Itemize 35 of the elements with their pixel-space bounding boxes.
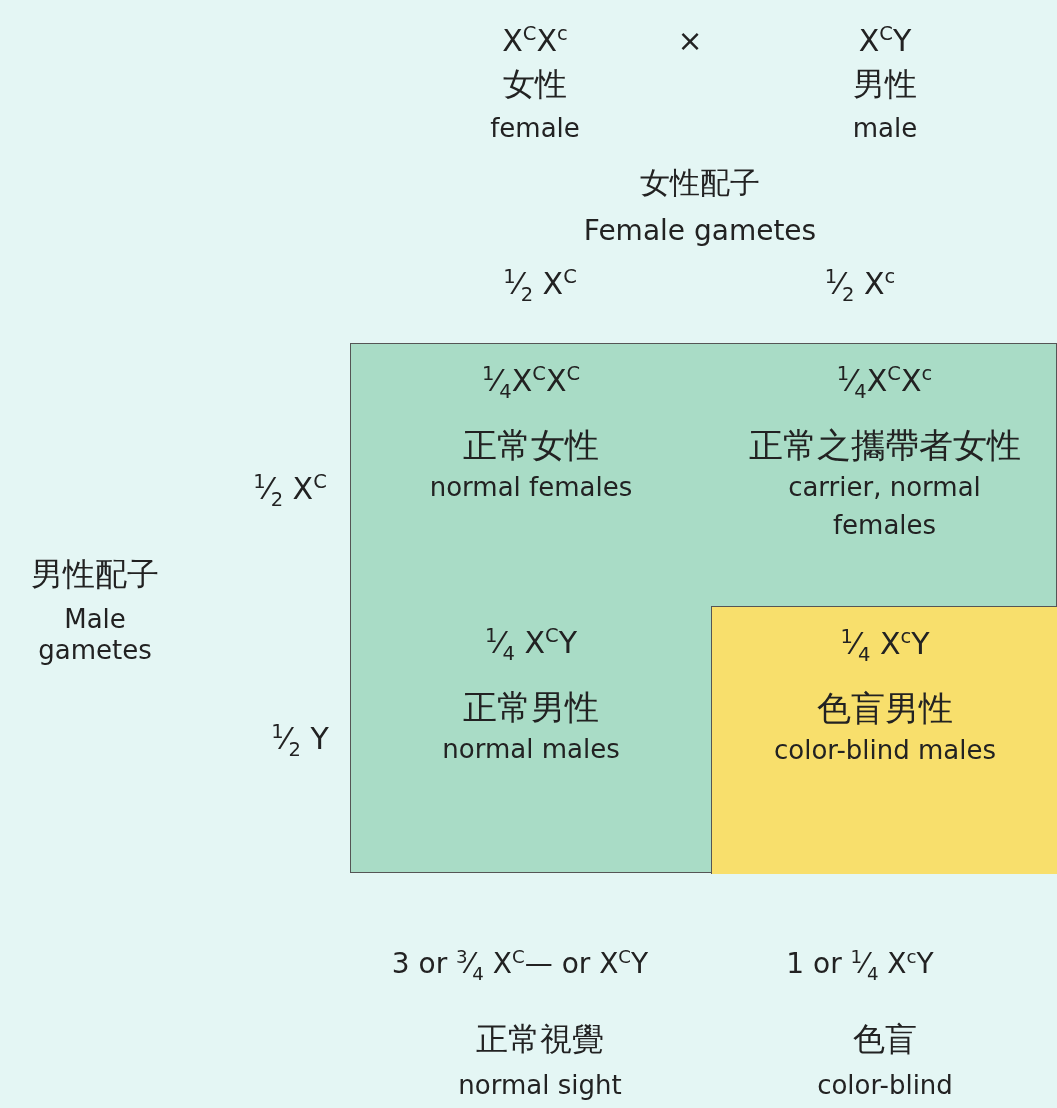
genotype-label: $^{1}$⁄$_{4}$X$^{C}$X$^{c}$ <box>836 362 933 403</box>
chinese-label: 女性 <box>503 64 567 105</box>
chinese-heading: 男性配子 <box>31 554 159 595</box>
chinese-label: 正常男性 <box>463 686 599 729</box>
chinese-label: 男性 <box>853 64 917 105</box>
genotype-label: $^{1}$⁄$_{4}$X$^{C}$X$^{C}$ <box>481 362 581 403</box>
gamete-label: $^{1}$⁄$_{2}$ X$^{C}$ <box>253 469 327 511</box>
chinese-label: 正常女性 <box>463 424 599 467</box>
chinese-label: 色盲 <box>853 1019 917 1060</box>
gamete-label: $^{1}$⁄$_{2}$ Y <box>271 719 329 761</box>
highlighted-cell <box>711 606 1057 874</box>
english-label: normal males <box>441 733 621 766</box>
chinese-label: 色盲男性 <box>817 687 953 730</box>
ratio-label: 1 or $^{1}$⁄$_{4}$ X$^{c}$Y <box>786 946 934 984</box>
chinese-label: 正常之攜帶者女性 <box>748 424 1021 467</box>
genotype-label: X$^{C}$X$^{c}$ <box>502 22 568 58</box>
english-label: normal females <box>428 471 634 504</box>
english-label: male <box>852 113 918 143</box>
gamete-label: $^{1}$⁄$_{2}$ X$^{C}$ <box>503 264 577 306</box>
cross-sign: × <box>677 22 703 58</box>
english-label: carrier, normal females <box>787 471 982 542</box>
english-heading: Female gametes <box>583 213 817 247</box>
chinese-heading: 女性配子 <box>640 163 760 202</box>
ratio-label: 3 or $^{3}$⁄$_{4}$ X$^{C}$— or X$^{C}$Y <box>391 946 649 984</box>
genotype-label: $^{1}$⁄$_{4}$ X$^{c}$Y <box>840 625 930 666</box>
gamete-label: $^{1}$⁄$_{2}$ X$^{c}$ <box>824 264 896 306</box>
chinese-label: 正常視覺 <box>476 1019 604 1060</box>
english-label: female <box>490 113 580 143</box>
punnett-square <box>350 343 1057 873</box>
english-heading: Male gametes <box>37 603 153 667</box>
english-label: color-blind <box>817 1070 953 1100</box>
english-label: color-blind males <box>773 734 997 767</box>
genotype-label: X$^{C}$Y <box>858 22 912 58</box>
english-label: normal sight <box>458 1070 622 1100</box>
genotype-label: $^{1}$⁄$_{4}$ X$^{C}$Y <box>485 624 577 665</box>
